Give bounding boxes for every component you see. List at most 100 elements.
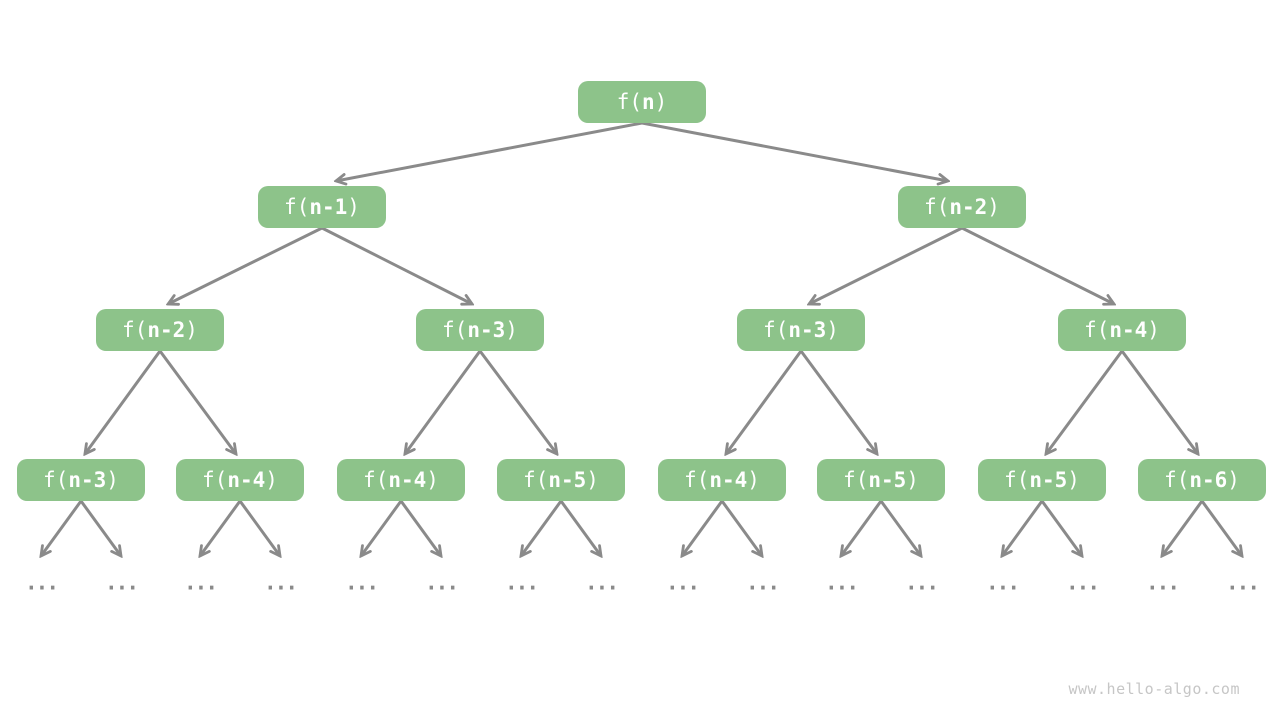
node-label-prefix: f( [43, 467, 69, 492]
node-label-arg: n-4 [1109, 317, 1148, 342]
node-label-prefix: f( [763, 317, 789, 342]
node-label-arg: n-6 [1189, 467, 1228, 492]
edge-arrow [1046, 350, 1124, 454]
tree-node: f(n-2) [898, 186, 1026, 228]
tree-node: f(n-5) [497, 459, 625, 501]
node-label-suffix: ) [1227, 467, 1240, 492]
edge-arrow [321, 226, 472, 304]
ellipsis: ... [1226, 570, 1260, 595]
ellipsis: ... [986, 570, 1020, 595]
node-label-arg: n-5 [548, 467, 587, 492]
node-label-arg: n [641, 89, 655, 114]
tree-node: f(n-4) [337, 459, 465, 501]
node-label-arg: n-5 [1029, 467, 1068, 492]
node-label-suffix: ) [426, 467, 439, 492]
edge-arrow [79, 500, 121, 556]
ellipsis: ... [585, 570, 619, 595]
node-label-suffix: ) [906, 467, 919, 492]
ellipsis: ... [666, 570, 700, 595]
watermark: www.hello-algo.com [1068, 680, 1240, 698]
edge-arrow [521, 500, 563, 556]
edge-arrow [1040, 500, 1082, 556]
edge-arrow [85, 350, 162, 454]
node-label-arg: n-4 [709, 467, 748, 492]
edge-arrow [720, 500, 762, 556]
edge-arrow [961, 226, 1114, 304]
edge-arrow [641, 121, 948, 181]
node-label-prefix: f( [363, 467, 389, 492]
edge-arrow [478, 350, 557, 454]
node-label-suffix: ) [505, 317, 518, 342]
ellipsis: ... [746, 570, 780, 595]
tree-node: f(n-4) [176, 459, 304, 501]
ellipsis: ... [1146, 570, 1180, 595]
node-label-suffix: ) [1067, 467, 1080, 492]
node-label-prefix: f( [442, 317, 468, 342]
edge-arrow [682, 500, 724, 556]
ellipsis: ... [825, 570, 859, 595]
node-label-arg: n-3 [467, 317, 506, 342]
edge-arrow [1200, 500, 1242, 556]
edge-arrow [158, 350, 236, 454]
node-label-suffix: ) [586, 467, 599, 492]
node-label-prefix: f( [1084, 317, 1110, 342]
tree-node: f(n-3) [737, 309, 865, 351]
tree-node: f(n-4) [658, 459, 786, 501]
ellipsis: ... [184, 570, 218, 595]
node-label-arg: n-4 [388, 467, 427, 492]
tree-node: f(n) [578, 81, 706, 123]
node-label-prefix: f( [122, 317, 148, 342]
edge-arrow [1002, 500, 1044, 556]
node-label-suffix: ) [265, 467, 278, 492]
node-label-arg: n-4 [227, 467, 266, 492]
tree-node: f(n-5) [978, 459, 1106, 501]
node-label-prefix: f( [616, 89, 642, 114]
node-label-suffix: ) [1147, 317, 1160, 342]
node-label-prefix: f( [284, 194, 310, 219]
edge-arrow [238, 500, 280, 556]
edge-arrow [559, 500, 601, 556]
tree-node: f(n-3) [17, 459, 145, 501]
node-label-suffix: ) [987, 194, 1000, 219]
node-label-prefix: f( [684, 467, 710, 492]
edge-arrow [399, 500, 441, 556]
node-label-prefix: f( [843, 467, 869, 492]
node-label-prefix: f( [1004, 467, 1030, 492]
ellipsis: ... [905, 570, 939, 595]
node-label-suffix: ) [106, 467, 119, 492]
ellipsis: ... [425, 570, 459, 595]
node-label-suffix: ) [654, 89, 668, 114]
node-label-suffix: ) [826, 317, 839, 342]
tree-node: f(n-1) [258, 186, 386, 228]
edge-arrow [336, 121, 643, 181]
node-label-prefix: f( [202, 467, 228, 492]
edge-arrow [405, 350, 482, 454]
edge-arrow [41, 500, 83, 556]
node-label-arg: n-2 [949, 194, 988, 219]
tree-node: f(n-6) [1138, 459, 1266, 501]
tree-node: f(n-2) [96, 309, 224, 351]
edge-arrow [841, 500, 883, 556]
edge-arrow [879, 500, 921, 556]
ellipsis: ... [1066, 570, 1100, 595]
tree-node: f(n-4) [1058, 309, 1186, 351]
node-label-arg: n-3 [788, 317, 827, 342]
node-label-prefix: f( [924, 194, 950, 219]
node-label-arg: n-2 [147, 317, 186, 342]
edge-arrow [726, 350, 803, 454]
edge-arrow [799, 350, 877, 454]
edge-arrow [361, 500, 403, 556]
node-label-arg: n-1 [309, 194, 348, 219]
ellipsis: ... [345, 570, 379, 595]
node-label-suffix: ) [185, 317, 198, 342]
node-label-arg: n-3 [68, 467, 107, 492]
node-label-prefix: f( [1164, 467, 1190, 492]
edge-arrow [1162, 500, 1204, 556]
tree-node: f(n-3) [416, 309, 544, 351]
node-label-suffix: ) [747, 467, 760, 492]
ellipsis: ... [105, 570, 139, 595]
node-label-suffix: ) [347, 194, 360, 219]
node-label-prefix: f( [523, 467, 549, 492]
edge-arrow [809, 226, 963, 304]
